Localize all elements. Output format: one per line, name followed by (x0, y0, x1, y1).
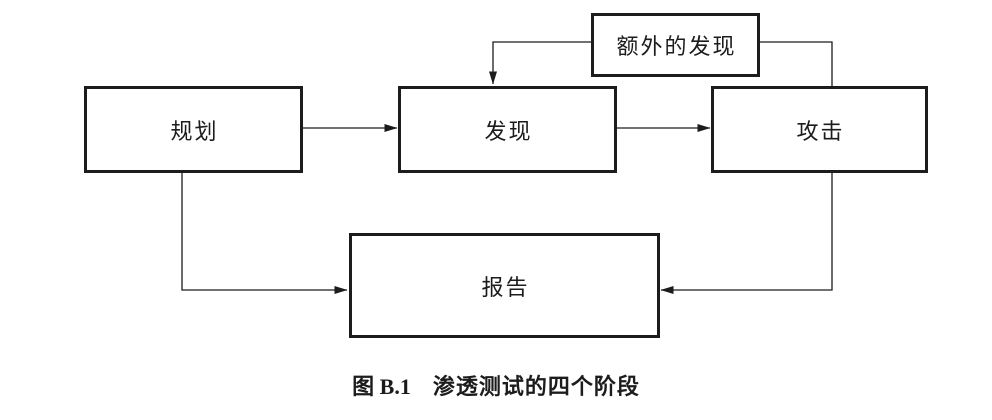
figure-caption-number: 图 B.1 (352, 374, 411, 399)
arrow-planning-to-reporting (181, 172, 348, 294)
figure-caption-title: 渗透测试的四个阶段 (432, 374, 640, 399)
node-attack: 攻击 (711, 86, 928, 173)
node-attack-label: 攻击 (796, 118, 845, 144)
node-reporting-label: 报告 (481, 274, 530, 300)
node-planning: 规划 (84, 86, 303, 173)
node-planning-label: 规划 (170, 118, 219, 144)
arrow-attack-to-reporting (660, 172, 833, 294)
line-attack-to-additional (760, 41, 833, 86)
arrow-additional-to-discovery (489, 41, 591, 85)
node-discovery: 发现 (398, 86, 617, 173)
node-additional-findings: 额外的发现 (591, 13, 760, 77)
node-discovery-label: 发现 (484, 118, 533, 144)
node-reporting: 报告 (349, 233, 660, 338)
figure-caption: 图 B.1 渗透测试的四个阶段 (0, 374, 992, 400)
node-additional-findings-label: 额外的发现 (616, 34, 737, 59)
